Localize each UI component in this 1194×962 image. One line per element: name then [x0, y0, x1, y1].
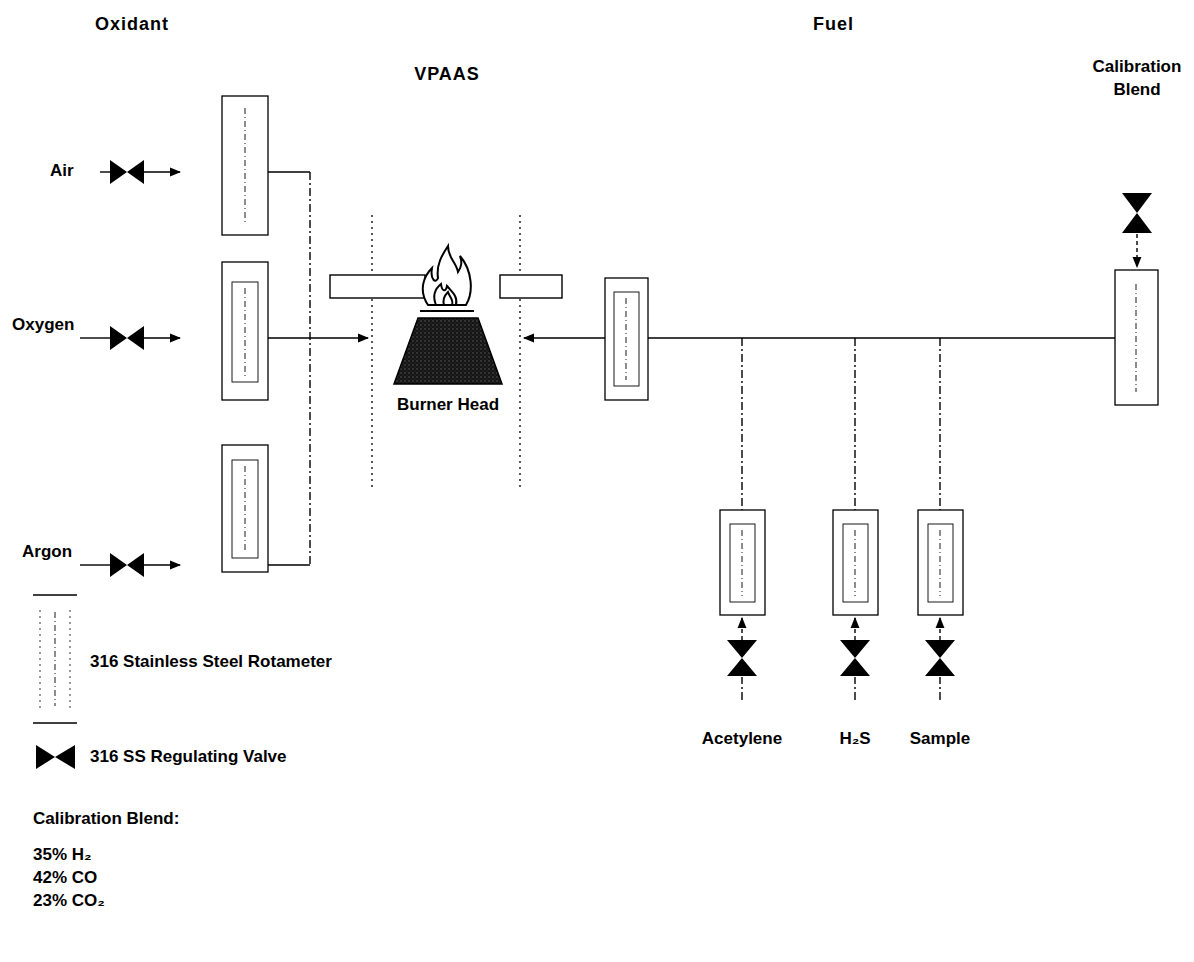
optical-window — [330, 275, 425, 298]
flame — [423, 246, 471, 305]
legend-valve — [36, 745, 75, 769]
regulating-valve — [1122, 193, 1152, 233]
gas-inlet-label: H₂S — [839, 728, 870, 751]
rotameter — [222, 96, 268, 235]
regulating-valve — [110, 160, 144, 184]
blend-component: 42% CO — [33, 867, 97, 890]
rotameter — [720, 510, 765, 615]
rotameters — [33, 96, 1158, 723]
gas-inlet-label: Sample — [910, 728, 970, 751]
rotameter — [833, 510, 878, 615]
rotameter — [222, 445, 268, 572]
regulating-valve — [925, 640, 955, 676]
regulating-valve — [727, 640, 757, 676]
blend-heading: Calibration Blend: — [33, 808, 179, 831]
legend-text: 316 Stainless Steel Rotameter — [90, 651, 332, 674]
optical-window — [500, 275, 562, 298]
burner-plate — [420, 310, 474, 312]
burner-head: Burner Head — [392, 316, 504, 417]
valves — [36, 160, 1152, 769]
rotameter — [1115, 270, 1158, 405]
section-heading: Oxidant — [95, 12, 169, 36]
legend-text: 316 SS Regulating Valve — [90, 746, 287, 769]
gas-lines — [80, 172, 1137, 700]
gas-inlet-label: Oxygen — [12, 314, 74, 337]
instrument-label: VPAAS — [414, 62, 480, 86]
rotameter — [605, 278, 648, 400]
vpaas-instrument — [330, 215, 562, 490]
gas-inlet-label: Argon — [22, 541, 72, 564]
gas-inlet-label: Calibration Blend — [1085, 56, 1189, 102]
rotameter — [222, 262, 268, 400]
burner-body — [392, 316, 504, 386]
regulating-valve — [110, 326, 144, 350]
section-heading: Fuel — [813, 12, 854, 36]
legend-rotameter — [33, 594, 77, 595]
node-label: Burner Head — [392, 386, 504, 417]
rotameter — [918, 510, 963, 615]
regulating-valve — [840, 640, 870, 676]
gas-inlet-label: Air — [50, 160, 74, 183]
blend-component: 35% H₂ — [33, 844, 92, 867]
gas-inlet-label: Acetylene — [702, 728, 782, 751]
regulating-valve — [110, 553, 144, 577]
blend-component: 23% CO₂ — [33, 890, 105, 913]
